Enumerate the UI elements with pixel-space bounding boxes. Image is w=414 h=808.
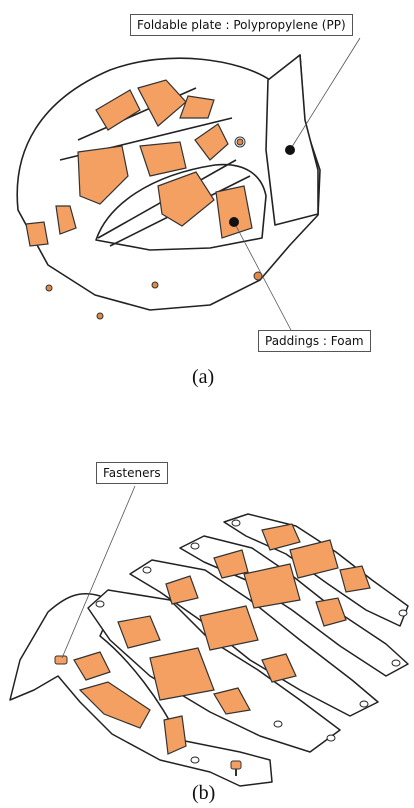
fasteners-label: Fasteners	[96, 462, 168, 484]
figure-b-caption: (b)	[192, 782, 215, 805]
fastener-top	[55, 656, 67, 664]
fastener-bottom	[231, 761, 241, 769]
